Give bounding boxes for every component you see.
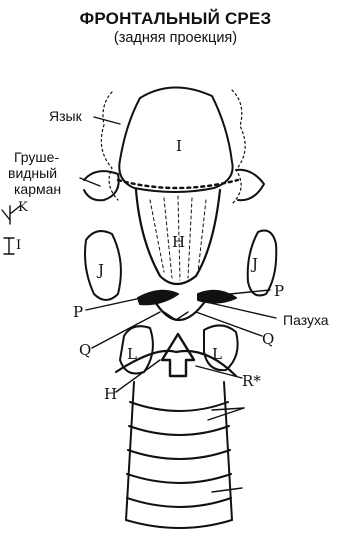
marker-R: R* xyxy=(242,372,261,390)
marker-H: H xyxy=(172,233,185,251)
trachea-bottom xyxy=(126,520,232,528)
marker-Q-right: Q xyxy=(262,330,274,348)
leader-bottom xyxy=(212,488,242,492)
label-piriform-3: карман xyxy=(14,182,61,197)
marker-K-side: K xyxy=(18,200,28,215)
trachea-ring-4 xyxy=(127,474,231,483)
marker-P-right: P xyxy=(274,282,284,300)
tongue-base-dotted-line xyxy=(118,180,238,188)
marker-H-low: H xyxy=(104,385,117,403)
marker-J-right: J xyxy=(252,255,258,273)
central-chamber xyxy=(162,334,194,376)
label-piriform-1: Груше- xyxy=(14,150,59,165)
trachea-ring-5 xyxy=(127,498,231,507)
leader-sinus xyxy=(206,302,276,318)
label-sinus: Пазуха xyxy=(283,313,329,328)
label-piriform-2: видный xyxy=(8,166,57,181)
side-mark-I xyxy=(4,238,14,254)
marker-J-left: J xyxy=(98,261,104,279)
fold-P-right xyxy=(198,291,236,303)
marker-P-left: P xyxy=(73,303,83,321)
leader-tongue xyxy=(94,117,120,124)
marker-Q-left: Q xyxy=(79,341,91,359)
marker-I-side: I xyxy=(16,238,21,253)
trachea-ring-3 xyxy=(128,450,230,459)
marker-L-left: L xyxy=(127,345,137,363)
leader-piriform xyxy=(80,178,100,186)
leader-Q-right xyxy=(196,312,262,336)
marker-I: I xyxy=(176,137,182,155)
piriform-recess-right xyxy=(236,170,264,200)
marker-L-right: L xyxy=(212,345,222,363)
trachea-ring-2 xyxy=(129,426,229,435)
label-tongue: Язык xyxy=(49,109,82,124)
piriform-recess-left xyxy=(84,171,119,200)
leader-R xyxy=(196,366,242,378)
stippled-tissue-left xyxy=(101,92,118,200)
stippled-tissue-right xyxy=(232,90,245,204)
